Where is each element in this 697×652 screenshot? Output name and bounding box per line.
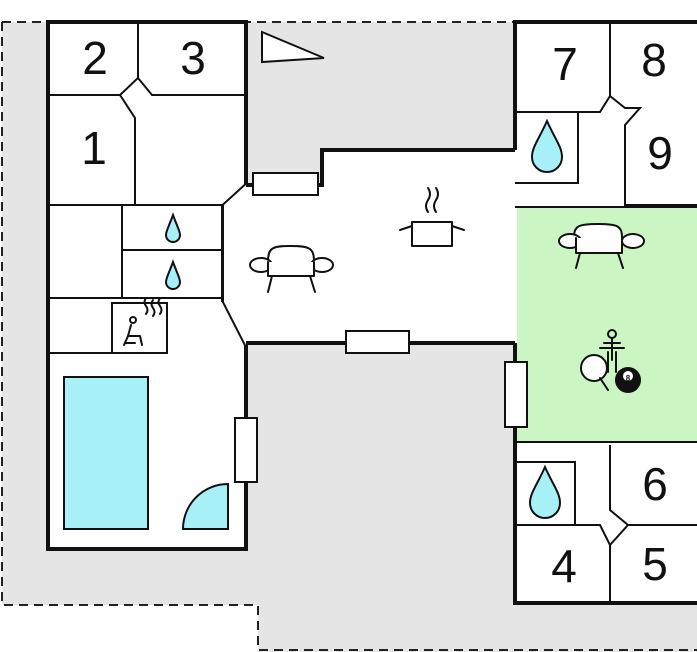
sofa-icon: [558, 223, 645, 269]
room-6-label: 6: [642, 458, 668, 510]
right-wing: [504, 20, 697, 605]
window: [345, 330, 410, 354]
room-1-label: 1: [81, 122, 107, 174]
central-living-area: [224, 148, 515, 354]
water-drop-icon: [164, 259, 182, 290]
water-drop-icon: [530, 118, 564, 173]
window: [252, 172, 319, 196]
pool-icon: [181, 482, 229, 530]
table-football-icon: [599, 329, 625, 373]
water-drop-icon: [164, 212, 182, 243]
room-2-label: 2: [82, 32, 108, 84]
pool: [63, 376, 149, 530]
room-5-label: 5: [642, 538, 668, 590]
room-7-label: 7: [552, 38, 578, 90]
room-4-label: 4: [551, 540, 577, 592]
left-wing: [46, 20, 258, 551]
cooking-pot-icon: [399, 187, 465, 247]
sauna-icon: [123, 297, 163, 346]
window: [234, 417, 258, 483]
room-3-label: 3: [180, 32, 206, 84]
room-8-label: 8: [641, 34, 667, 86]
north-arrow-icon: [261, 30, 325, 64]
window: [504, 361, 528, 428]
billiard-ball-icon: 8: [615, 367, 641, 393]
table-tennis-icon: [580, 354, 609, 391]
room-9-label: 9: [647, 127, 673, 179]
sofa-icon: [249, 245, 334, 293]
billiard-ball-number: 8: [626, 374, 631, 383]
water-drop-icon: [528, 464, 562, 519]
